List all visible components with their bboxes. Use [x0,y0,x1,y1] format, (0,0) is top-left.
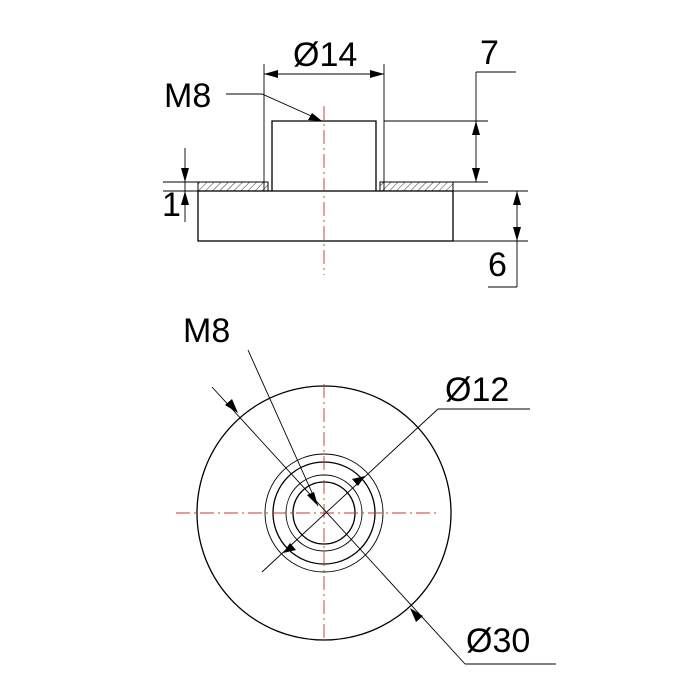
dim-thread-top: M8 [183,312,319,507]
dim-diameter-12-label: Ø12 [445,371,509,409]
washer-hatch-right [379,181,454,192]
dim-diameter-14-label: Ø14 [293,36,357,74]
dim-thickness-1: 1 [162,148,198,224]
dim-diameter-30: Ø30 [211,386,556,665]
dim-thread-front: M8 [164,77,322,121]
top-view: M8 Ø12 Ø30 [176,312,556,665]
dim-base-6: 6 [453,190,528,288]
dim-diameter-30-label: Ø30 [466,622,530,660]
dim-base-6-label: 6 [488,246,507,284]
dim-diameter-12: Ø12 [261,371,530,573]
dim-height-7: 7 [384,34,516,183]
boss-outline [271,120,377,191]
base-disk-outline [197,190,454,242]
dim-thickness-1-label: 1 [162,186,181,224]
dim-height-7-label: 7 [480,34,499,72]
dim-thread-front-label: M8 [164,77,211,115]
front-view: Ø14 M8 7 1 [162,34,528,288]
washer-hatch-left [197,181,269,192]
dim-diameter-14: Ø14 [263,36,385,191]
dim-thread-top-label: M8 [183,312,230,350]
